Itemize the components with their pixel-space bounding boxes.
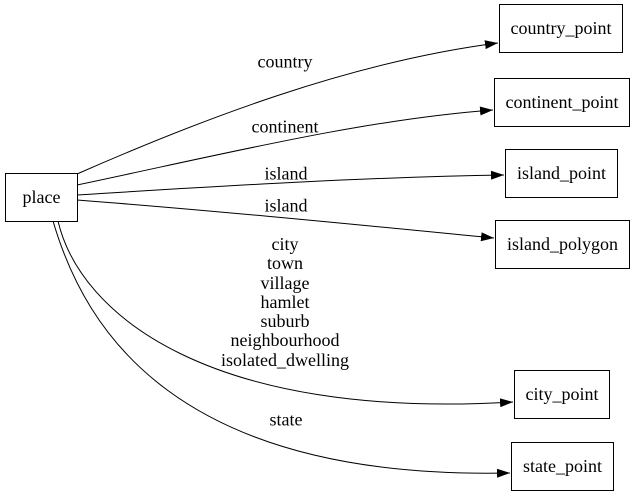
node-state-point: state_point bbox=[511, 442, 614, 491]
node-island-polygon: island_polygon bbox=[495, 220, 630, 269]
edge-label-city-group: city town village hamlet suburb neighbou… bbox=[221, 234, 349, 370]
edge-label-isolated-dwelling: isolated_dwelling bbox=[221, 349, 349, 370]
edge-place-state-point bbox=[52, 220, 511, 478]
edge-label-town: town bbox=[266, 253, 303, 274]
node-city-point: city_point bbox=[514, 370, 610, 419]
edge-label-village: village bbox=[260, 272, 310, 293]
edge-place-island-point bbox=[76, 170, 505, 196]
node-island-point: island_point bbox=[505, 149, 618, 198]
node-place: place bbox=[5, 173, 78, 222]
node-country-point: country_point bbox=[499, 4, 623, 53]
edge-place-island-polygon bbox=[76, 199, 495, 242]
edge-place-country-point bbox=[76, 40, 499, 175]
edge-label-continent: continent bbox=[251, 116, 319, 137]
edge-label-island-polygon: island bbox=[264, 195, 308, 216]
edge-label-city: city bbox=[271, 234, 299, 254]
edge-label-state: state bbox=[269, 409, 303, 430]
edge-label-neighbourhood: neighbourhood bbox=[230, 330, 340, 351]
edge-label-country: country bbox=[257, 51, 313, 72]
edge-place-continent-point bbox=[76, 106, 494, 186]
edge-place-city-point bbox=[57, 220, 514, 408]
edge-label-island-point: island bbox=[264, 163, 308, 184]
edge-label-suburb: suburb bbox=[260, 311, 310, 332]
node-continent-point: continent_point bbox=[494, 78, 630, 127]
edge-label-hamlet: hamlet bbox=[260, 291, 310, 312]
